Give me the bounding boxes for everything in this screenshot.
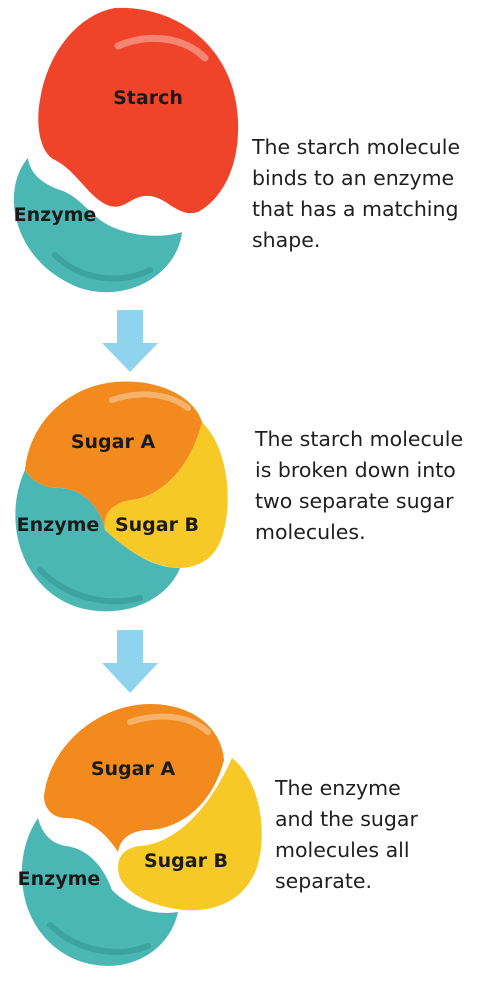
starch-highlight <box>114 34 209 62</box>
sugar-b-shape <box>118 758 262 911</box>
step-2-figure: Sugar A Sugar B Enzyme <box>15 381 228 612</box>
arrow-1 <box>102 310 158 372</box>
sugar-a-shape <box>44 704 224 852</box>
sugar-a-label: Sugar A <box>91 758 176 780</box>
enzyme-label: Enzyme <box>18 868 101 890</box>
enzyme-shape <box>15 470 181 612</box>
enzyme-highlight <box>37 567 143 605</box>
step-1-description: The starch molecule binds to an enzyme t… <box>252 135 461 252</box>
sugar-a-shape <box>25 381 202 530</box>
enzyme-highlight <box>47 922 151 955</box>
enzyme-label: Enzyme <box>17 514 100 536</box>
sugar-a-label: Sugar A <box>71 431 156 453</box>
sugar-b-label: Sugar B <box>115 514 199 536</box>
enzyme-label: Enzyme <box>14 204 97 226</box>
arrow-2 <box>102 630 158 693</box>
starch-label: Starch <box>113 87 183 109</box>
step-1-figure: Starch Enzyme <box>14 7 239 293</box>
step-2-description: The starch molecule is broken down into … <box>255 427 464 544</box>
step-3-description: The enzyme and the sugar molecules all s… <box>275 776 418 893</box>
enzyme-highlight <box>52 252 153 282</box>
enzyme-shape <box>21 818 179 966</box>
sugar-a-highlight <box>127 713 211 735</box>
step-3-figure: Sugar A Sugar B Enzyme <box>18 704 262 966</box>
starch-shape <box>38 7 239 214</box>
sugar-b-shape <box>104 422 228 568</box>
sugar-a-highlight <box>109 391 191 411</box>
sugar-b-label: Sugar B <box>144 850 228 872</box>
